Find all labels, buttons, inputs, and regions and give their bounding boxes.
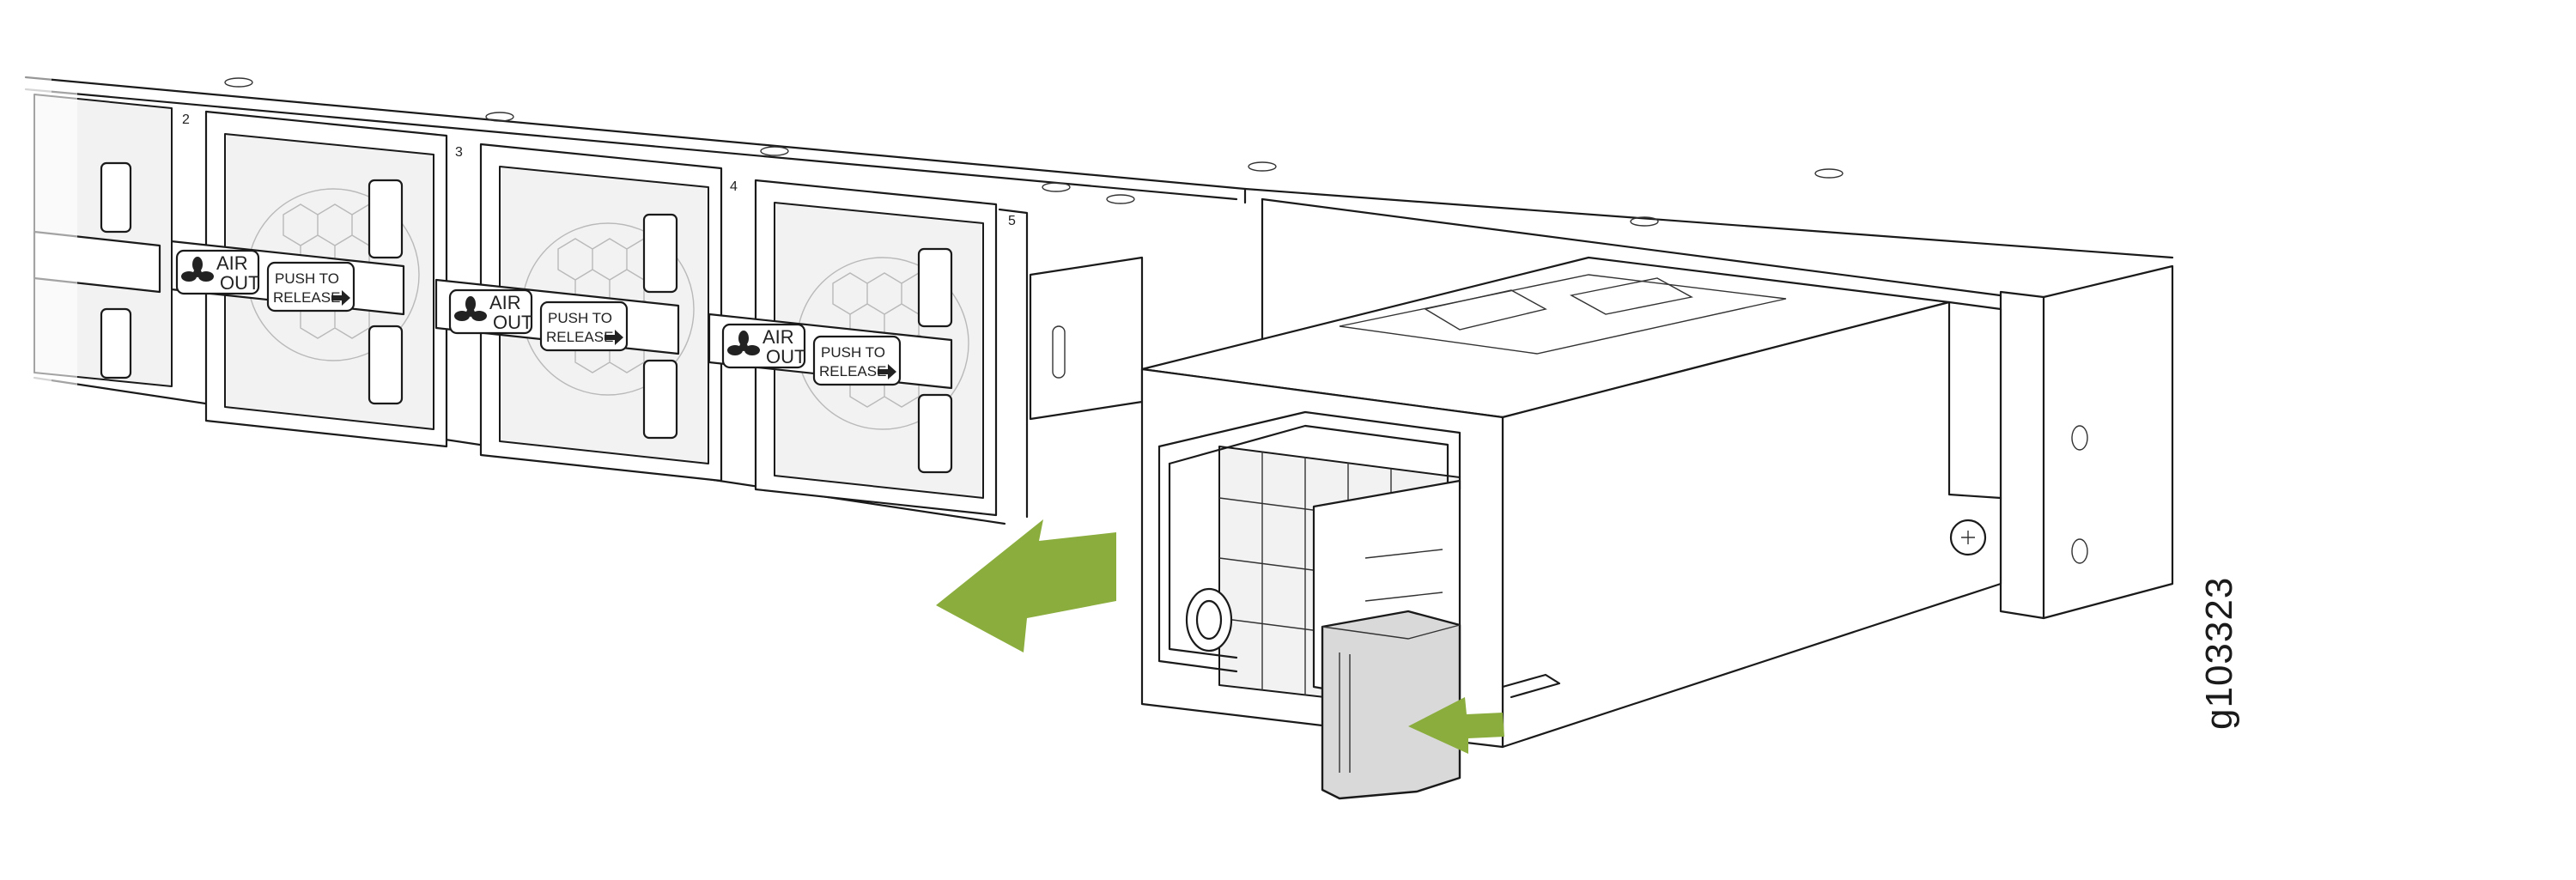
release-arrow-icon [605,330,623,345]
release-arrow-icon [878,364,896,379]
air-label: AIR [762,326,794,348]
fan-module-2[interactable]: AIR OUT PUSH TO RELEASE 2 [161,110,448,448]
fan-module-1-partial [0,86,173,395]
push-to-label: PUSH TO [821,344,885,361]
power-supply-module[interactable] [1140,256,2002,749]
push-latch-arrow-icon [1408,697,1504,754]
fan-module-4[interactable]: AIR OUT PUSH TO RELEASE 4 [708,179,998,517]
release-arrow-icon [331,290,350,306]
ground-screw-icon [1949,519,1987,556]
pull-out-arrow-icon [936,519,1116,652]
fan-icon [454,296,487,321]
release-label: RELEASE [273,289,340,306]
out-label: OUT [493,312,532,333]
fan-icon [181,257,214,282]
bay-number: 5 [1008,214,1016,228]
fan-module-5[interactable]: 5 [998,208,1029,519]
push-to-label: PUSH TO [275,270,339,287]
bay-number: 2 [182,112,190,127]
figure-id-label: g103323 [2198,576,2240,730]
release-label: RELEASE [819,363,886,379]
bay-number: 4 [730,179,738,194]
fan-modules: AIR OUT PUSH TO RELEASE 2 AIR OUT PUSH T… [0,86,1029,519]
bay-number: 3 [455,145,463,160]
release-label: RELEASE [546,329,613,345]
out-label: OUT [220,272,259,294]
out-label: OUT [766,346,805,367]
psu-release-latch[interactable] [1321,610,1461,800]
fan-icon [727,331,760,355]
fan-module-3[interactable]: AIR OUT PUSH TO RELEASE 3 [434,143,723,482]
air-label: AIR [216,252,248,274]
air-label: AIR [489,292,521,313]
push-to-label: PUSH TO [548,310,612,326]
